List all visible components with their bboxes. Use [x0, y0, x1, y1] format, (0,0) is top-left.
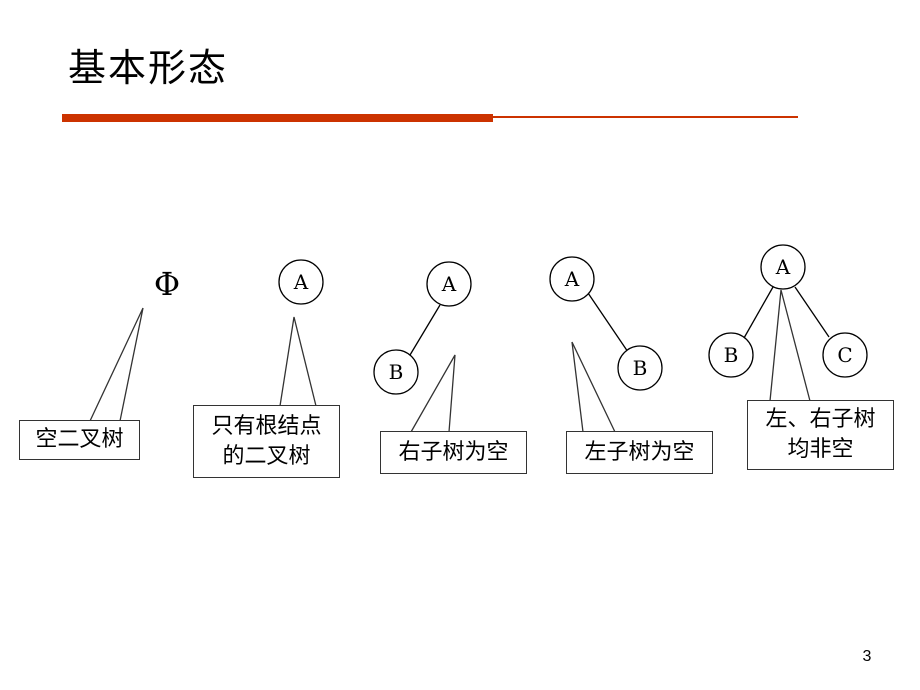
node-a-root-only: A [278, 259, 324, 305]
page-title: 基本形态 [68, 46, 229, 90]
node-b-label: B [633, 356, 648, 380]
callout-pointer-both [769, 289, 811, 402]
title-underline-thin [493, 116, 798, 118]
node-b-right-empty: B [373, 349, 419, 395]
page-number: 3 [862, 648, 872, 665]
node-a-left-empty: A [549, 256, 595, 302]
callout-text-line2: 均非空 [787, 437, 854, 462]
callout-pointer-right-empty [410, 354, 456, 433]
title-underline-thick [62, 114, 493, 122]
callout-text: 左子树为空 [584, 439, 695, 465]
node-b-both: B [708, 332, 754, 378]
node-a-right-empty: A [426, 261, 472, 307]
callout-both-nonempty: 左、右子树 均非空 [747, 400, 894, 470]
callout-right-empty: 右子树为空 [380, 431, 527, 474]
node-a-label: A [441, 272, 457, 296]
node-a-label: A [564, 267, 580, 291]
node-b-label: B [389, 360, 404, 384]
node-a-label: A [293, 270, 309, 294]
empty-tree-symbol: Φ [154, 265, 180, 303]
node-b-label: B [724, 343, 739, 367]
node-a-both: A [760, 244, 806, 290]
node-b-left-empty: B [617, 345, 663, 391]
callout-root-only: 只有根结点 的二叉树 [193, 405, 340, 478]
edge-a-c-both [794, 286, 830, 338]
node-c-both: C [822, 332, 868, 378]
callout-left-empty: 左子树为空 [566, 431, 713, 474]
callout-text-line1: 左、右子树 [765, 407, 876, 432]
callout-empty-tree: 空二叉树 [19, 420, 140, 460]
callout-text: 空二叉树 [35, 427, 124, 452]
callout-pointer-empty [89, 307, 144, 422]
node-c-label: C [837, 343, 852, 367]
callout-pointer-root-only [279, 316, 317, 407]
callout-text-line1: 只有根结点 [211, 413, 322, 439]
callout-pointer-left-empty [571, 341, 616, 433]
callout-text: 右子树为空 [398, 439, 509, 465]
edge-a-b-both [743, 286, 774, 339]
edge-a-b-right-empty [409, 304, 441, 356]
edge-a-b-left-empty [587, 292, 629, 353]
callout-text-line2: 的二叉树 [222, 443, 311, 469]
node-a-label: A [775, 255, 791, 279]
